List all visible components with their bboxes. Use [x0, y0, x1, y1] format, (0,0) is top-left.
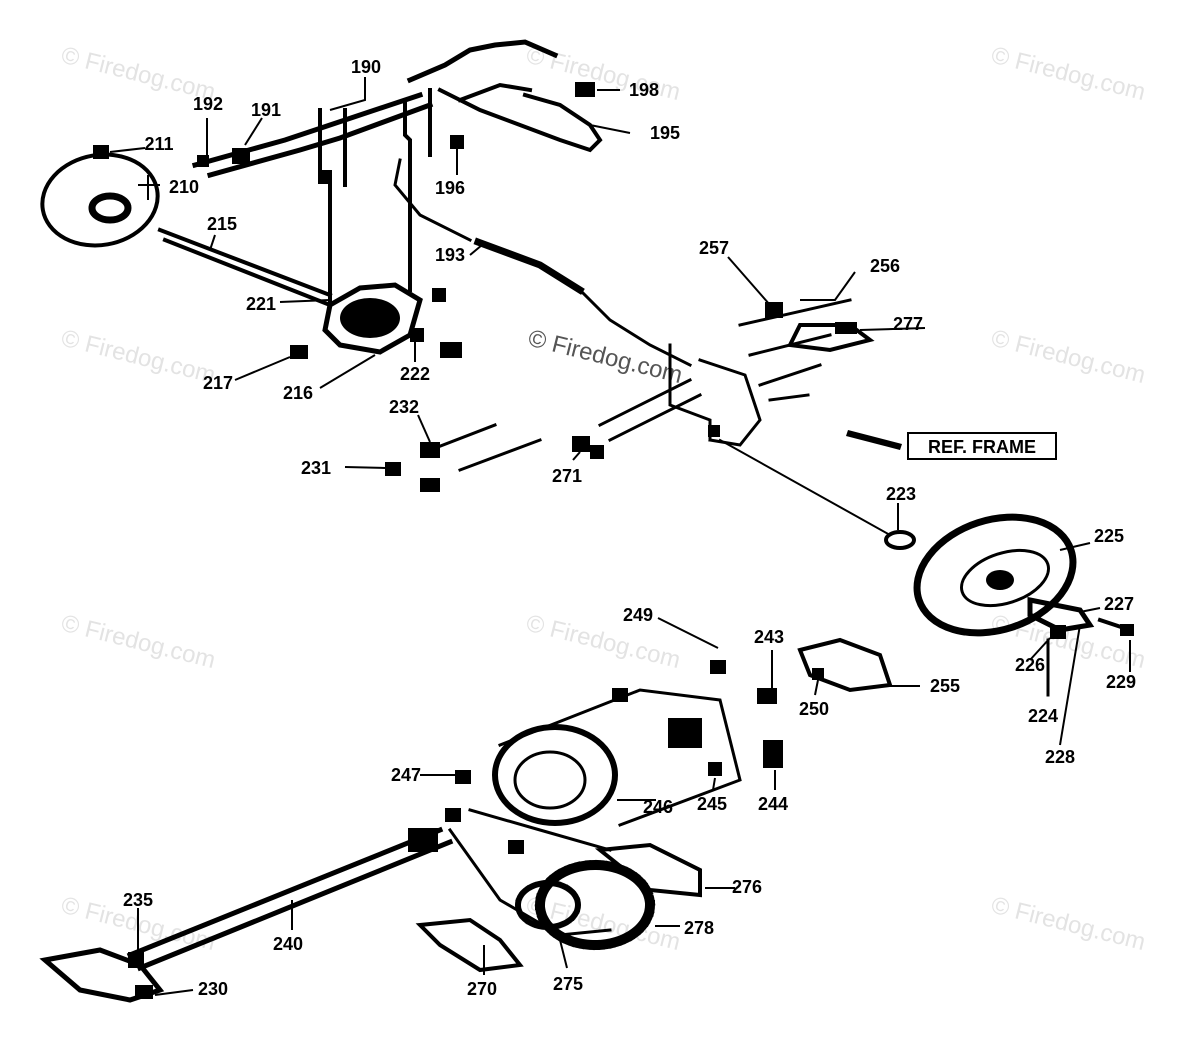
label-224: 224 — [1028, 706, 1058, 726]
part-244 — [763, 740, 783, 768]
label-244: 244 — [758, 794, 788, 814]
wheel-225 — [913, 513, 1077, 637]
label-257: 257 — [699, 238, 729, 258]
label-195: 195 — [650, 123, 680, 143]
sprocket-275 — [515, 880, 581, 930]
label-246: 246 — [643, 797, 673, 817]
label-245: 245 — [697, 794, 727, 814]
frame-assembly: REF. FRAME — [385, 298, 1057, 537]
nut-196 — [450, 135, 464, 149]
label-222: 222 — [400, 364, 430, 384]
watermark: © Firedog.com — [59, 610, 219, 674]
label-227: 227 — [1104, 594, 1134, 614]
hub-227 — [1027, 596, 1095, 633]
label-215: 215 — [207, 214, 237, 234]
label-223: 223 — [886, 484, 916, 504]
label-278: 278 — [684, 918, 714, 938]
part-247 — [455, 770, 471, 784]
label-190: 190 — [351, 57, 381, 77]
label-198: 198 — [629, 80, 659, 100]
pin-232 — [428, 423, 497, 452]
part-245 — [708, 762, 722, 776]
label-271: 271 — [552, 466, 582, 486]
label-250: 250 — [799, 699, 829, 719]
label-210: 210 — [169, 177, 199, 197]
label-231: 231 — [301, 458, 331, 478]
watermark-layer: © Firedog.com © Firedog.com © Firedog.co… — [59, 42, 1149, 956]
part-257 — [765, 302, 783, 318]
label-243: 243 — [754, 627, 784, 647]
label-196: 196 — [435, 178, 465, 198]
label-211: 211 — [144, 134, 173, 154]
ref-frame-label: REF. FRAME — [928, 437, 1036, 457]
label-275: 275 — [553, 974, 583, 994]
part-labels: 190 191 192 193 195 196 198 210 211 215 … — [123, 57, 1136, 999]
bracket-230 — [39, 947, 165, 1003]
washer-223 — [884, 530, 916, 550]
bracket-255 — [797, 637, 893, 693]
label-276: 276 — [732, 877, 762, 897]
label-230: 230 — [198, 979, 228, 999]
part-250 — [812, 668, 824, 680]
part-256 — [738, 298, 852, 327]
label-217: 217 — [203, 373, 233, 393]
label-228: 228 — [1045, 747, 1075, 767]
label-193: 193 — [435, 245, 465, 265]
part-277 — [786, 323, 875, 353]
part-249 — [710, 660, 726, 674]
watermark-center: © Firedog.com — [526, 325, 686, 389]
bolt-211 — [93, 145, 109, 159]
label-226: 226 — [1015, 655, 1045, 675]
handle-assembly — [40, 39, 693, 368]
ref-frame-arrow — [846, 430, 902, 450]
label-191: 191 — [251, 100, 281, 120]
bolt-235 — [128, 952, 144, 968]
label-232: 232 — [389, 397, 419, 417]
label-225: 225 — [1094, 526, 1124, 546]
label-247: 247 — [391, 765, 421, 785]
wheel-assembly — [884, 513, 1134, 697]
handlebar-190 — [191, 91, 424, 169]
bracket-191 — [232, 148, 250, 164]
label-277: 277 — [893, 314, 923, 334]
shaft-240 — [126, 826, 444, 959]
leader-lines — [109, 77, 1131, 996]
bracket-270 — [415, 917, 524, 973]
label-249: 249 — [623, 605, 653, 625]
label-229: 229 — [1106, 672, 1136, 692]
sprocket-278 — [535, 860, 655, 950]
knob-198 — [575, 82, 595, 97]
housing-window — [668, 718, 702, 748]
watermark: © Firedog.com — [59, 325, 219, 389]
part-271 — [572, 436, 590, 452]
axle-line — [718, 438, 892, 537]
pin-231 — [458, 438, 542, 472]
label-192: 192 — [193, 94, 223, 114]
label-240: 240 — [273, 934, 303, 954]
part-226 — [1050, 625, 1066, 639]
ref-frame-box — [907, 432, 1057, 460]
watermark: © Firedog.com — [989, 42, 1149, 106]
label-256: 256 — [870, 256, 900, 276]
watermark: © Firedog.com — [989, 325, 1149, 389]
label-216: 216 — [283, 383, 313, 403]
cable-193 — [393, 158, 473, 243]
bracket-276 — [594, 842, 702, 898]
wheel-210 — [40, 152, 160, 248]
watermark: © Firedog.com — [989, 892, 1149, 956]
part-222 — [410, 328, 424, 342]
part-217 — [290, 345, 308, 359]
watermark: © Firedog.com — [989, 610, 1149, 674]
part-243 — [757, 688, 777, 704]
label-270: 270 — [467, 979, 497, 999]
gear-246 — [492, 724, 618, 826]
label-235: 235 — [123, 890, 153, 910]
housing — [498, 688, 742, 827]
shaft-215 — [157, 227, 333, 298]
bolt-192 — [197, 155, 209, 167]
label-221: 221 — [246, 294, 276, 314]
label-255: 255 — [930, 676, 960, 696]
